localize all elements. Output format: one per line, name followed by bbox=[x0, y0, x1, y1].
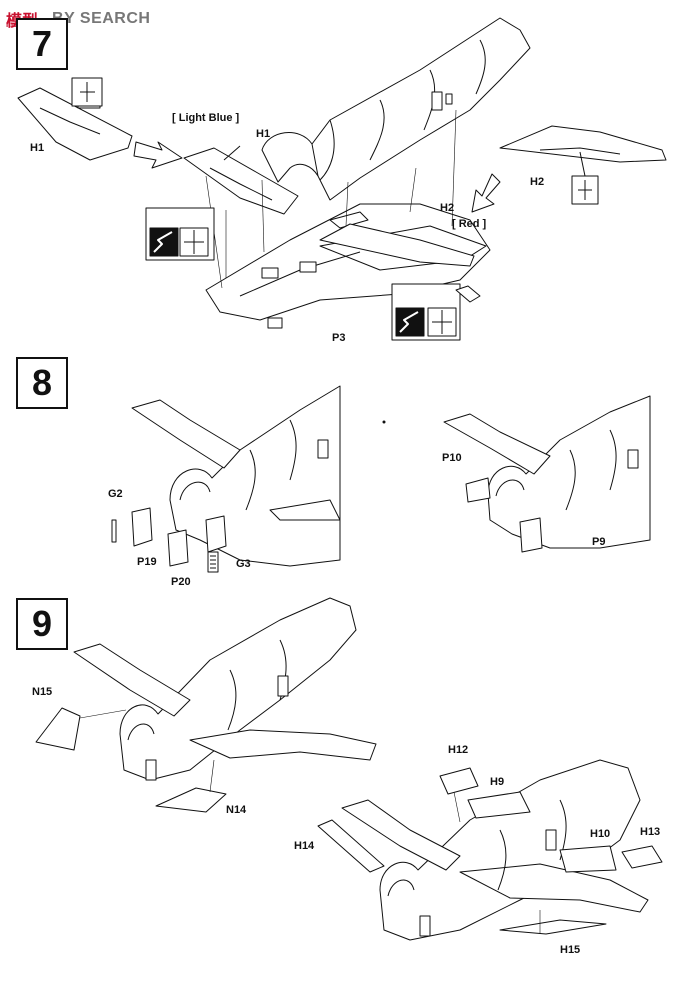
g2-part bbox=[111, 519, 117, 543]
h13-part bbox=[621, 845, 663, 869]
step-9-number: 9 bbox=[16, 598, 68, 650]
step-9-left-drawing bbox=[35, 597, 377, 813]
label-h1-left: H1 bbox=[30, 142, 45, 154]
p10-part bbox=[465, 477, 491, 503]
h2-wing-part bbox=[319, 223, 475, 267]
watermark-text: BY SEARCH bbox=[52, 10, 151, 27]
glue-icon-box-right bbox=[391, 283, 461, 341]
step-8-right-drawing bbox=[443, 395, 651, 553]
arrow-down-left bbox=[471, 173, 501, 213]
h12-part bbox=[439, 767, 479, 795]
label-g3: G3 bbox=[236, 558, 251, 570]
p19-part bbox=[131, 507, 153, 547]
label-n15: N15 bbox=[32, 686, 53, 698]
arrow-right bbox=[133, 141, 183, 169]
glue-icon-box-left bbox=[145, 207, 215, 261]
label-p19: P19 bbox=[137, 556, 157, 568]
h1-wing-part bbox=[183, 145, 299, 215]
g3-part bbox=[207, 551, 219, 573]
label-light-blue: [ Light Blue ] bbox=[172, 112, 240, 124]
label-h10: H10 bbox=[590, 828, 611, 840]
p3-part bbox=[455, 285, 481, 303]
label-n14: N14 bbox=[226, 804, 247, 816]
step-7-number: 7 bbox=[16, 18, 68, 70]
step-9-right-drawing bbox=[317, 759, 663, 941]
label-h14: H14 bbox=[294, 840, 315, 852]
label-g2: G2 bbox=[108, 488, 123, 500]
h9-part bbox=[467, 791, 531, 819]
h10-part bbox=[559, 845, 617, 873]
label-p9: P9 bbox=[592, 536, 606, 548]
label-h12: H12 bbox=[448, 744, 469, 756]
step-8-number: 8 bbox=[16, 357, 68, 409]
h15-part bbox=[499, 919, 607, 935]
label-p10: P10 bbox=[442, 452, 462, 464]
p20-part bbox=[167, 529, 189, 567]
label-h15: H15 bbox=[560, 944, 581, 956]
n14-part bbox=[155, 787, 227, 813]
h1-left-part bbox=[17, 77, 133, 161]
label-h2-mid: H2 bbox=[440, 202, 455, 214]
h2-right-part bbox=[499, 125, 667, 205]
fuselage-upper bbox=[261, 17, 531, 201]
h14-part bbox=[317, 819, 385, 873]
label-red: [ Red ] bbox=[452, 218, 487, 230]
n15-part bbox=[35, 707, 81, 751]
label-p3: P3 bbox=[332, 332, 346, 344]
label-h9: H9 bbox=[490, 776, 505, 788]
p9-part bbox=[519, 517, 543, 553]
label-h2-right: H2 bbox=[530, 176, 545, 188]
step-7-drawing bbox=[17, 17, 667, 341]
label-h1-top: H1 bbox=[256, 128, 271, 140]
label-h13: H13 bbox=[640, 826, 661, 838]
step-8-left-drawing bbox=[111, 385, 341, 573]
label-p20: P20 bbox=[171, 576, 191, 588]
